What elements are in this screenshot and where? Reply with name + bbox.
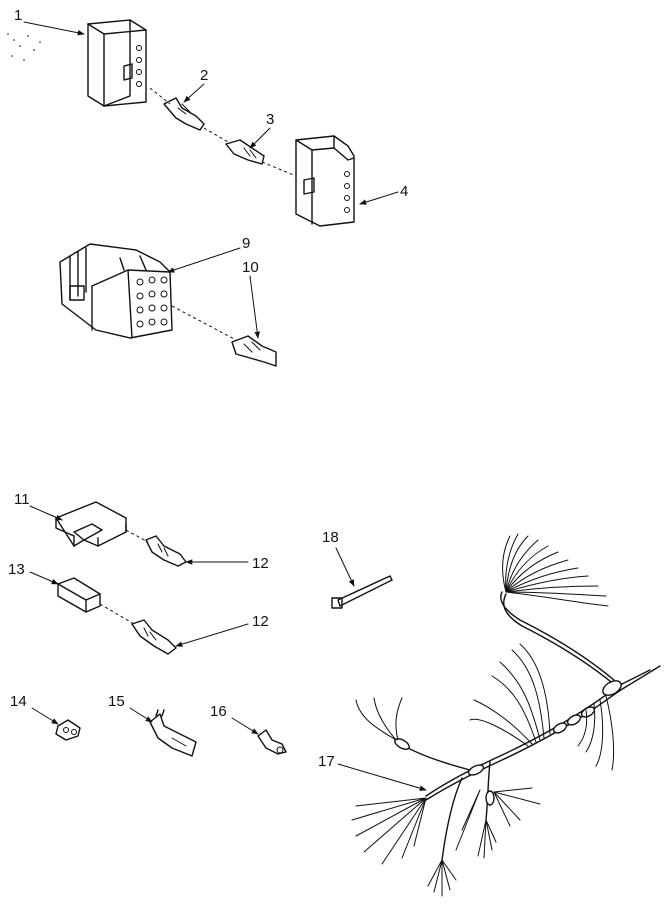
leader-arrow-18 (335, 547, 355, 587)
leader-arrow-13 (29, 571, 59, 585)
part-2-terminal (163, 97, 205, 131)
scan-speckle (7, 33, 41, 61)
part-12-terminal-lower (131, 619, 177, 655)
leader-arrow-14 (31, 707, 59, 725)
part-18-wire-tie (331, 575, 393, 609)
callout-12-upper: 12 (252, 555, 269, 572)
leader-arrow-16 (231, 717, 259, 735)
leader-arrow-3 (249, 127, 271, 149)
part-4-connector-housing (295, 135, 355, 227)
leader-dash-9 (171, 305, 237, 341)
part-9-multi-pin-plug (59, 243, 173, 339)
leader-arrow-11 (29, 505, 63, 521)
callout-4: 4 (400, 183, 408, 200)
part-15-female-terminal (149, 709, 197, 757)
callout-18: 18 (322, 529, 339, 546)
harness-trunk (425, 683, 623, 797)
callout-12-lower: 12 (252, 613, 269, 630)
leader-dash-3 (261, 161, 297, 177)
plug-pin-holes (136, 276, 168, 328)
part-3-terminal (225, 139, 265, 165)
harness-fan-top (502, 533, 609, 607)
callout-1: 1 (14, 7, 22, 24)
leader-dash-1 (149, 87, 171, 105)
callout-15: 15 (108, 693, 125, 710)
callout-13: 13 (8, 561, 25, 578)
part-16-ring-terminal (257, 729, 287, 755)
leader-arrow-12-lower (175, 623, 249, 647)
part-11-insulator (55, 501, 127, 547)
callout-11: 11 (14, 491, 30, 508)
part-12-terminal-upper (145, 535, 187, 567)
leader-dash-11 (125, 529, 149, 543)
leader-arrow-10 (249, 275, 260, 339)
harness-fan-lower-left (351, 797, 427, 865)
callout-14: 14 (10, 693, 27, 710)
leader-arrow-17 (337, 763, 427, 791)
callout-2: 2 (200, 67, 208, 84)
leader-dash-13 (99, 603, 135, 625)
leader-arrow-15 (129, 707, 153, 723)
callout-17: 17 (318, 753, 335, 770)
leader-dash-2 (203, 127, 229, 143)
leader-arrow-2 (183, 83, 205, 103)
callout-9: 9 (242, 235, 250, 252)
part-14-clip (55, 719, 81, 741)
part-13-sleeve (57, 577, 101, 613)
part-17-wire-harness (351, 533, 661, 897)
callout-3: 3 (266, 111, 274, 128)
leader-arrow-1 (23, 21, 85, 36)
callout-16: 16 (210, 703, 227, 720)
part-1-connector-housing (87, 19, 147, 107)
leader-arrow-4 (359, 191, 399, 205)
part-10-terminal (231, 335, 277, 367)
leader-arrow-9 (167, 247, 241, 273)
callout-10: 10 (242, 259, 259, 276)
